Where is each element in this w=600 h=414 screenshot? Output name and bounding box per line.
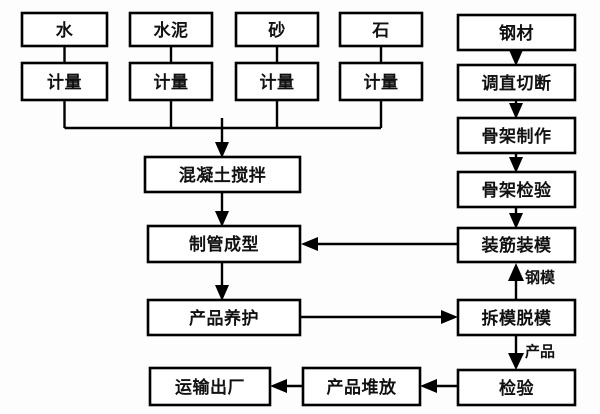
node-stone-box[interactable] — [338, 11, 424, 48]
node-stone[interactable]: 石 — [338, 11, 424, 48]
edge-layer — [63, 46, 524, 393]
edge-label-steel-mold: 钢模 — [525, 269, 556, 287]
edge-label-product: 产品 — [525, 343, 555, 361]
node-mix-box[interactable] — [143, 155, 302, 194]
arrowhead-bus-to-mix — [215, 142, 229, 158]
node-stack-box[interactable] — [301, 366, 422, 407]
arrowhead-cure-to-demold — [441, 310, 458, 324]
node-steel[interactable]: 钢材 — [456, 13, 577, 52]
node-meter-sand[interactable]: 计量 — [234, 61, 320, 102]
node-form-pipe-box[interactable] — [146, 224, 302, 264]
node-cement-label: 水泥 — [154, 20, 189, 41]
node-straighten[interactable]: 调直切断 — [456, 63, 577, 102]
node-transport-box[interactable] — [148, 366, 272, 407]
node-cure[interactable]: 产品养护 — [146, 298, 302, 337]
node-mix-label: 混凝土搅拌 — [179, 165, 267, 186]
arrowhead-stack-to-transport — [270, 379, 287, 393]
arrowhead-frame-to-framecheck — [509, 157, 523, 173]
node-form-pipe-label: 制管成型 — [189, 234, 259, 255]
node-sand-label: 砂 — [268, 20, 286, 41]
node-rebar-mold-label: 装筋装模 — [481, 235, 552, 256]
arrowhead-demold-to-inspect — [508, 353, 524, 370]
node-sand[interactable]: 砂 — [234, 11, 320, 48]
node-inspect-label: 检验 — [499, 378, 534, 399]
node-water-box[interactable] — [20, 11, 109, 48]
node-meter-sand-label: 计量 — [260, 72, 295, 93]
node-meter-water-label: 计量 — [47, 72, 82, 93]
arrowhead-straighten-to-frame — [509, 103, 523, 119]
node-straighten-box[interactable] — [456, 63, 577, 102]
arrowhead-inspect-to-stack — [420, 379, 437, 393]
node-meter-cement[interactable]: 计量 — [128, 61, 214, 102]
node-mix[interactable]: 混凝土搅拌 — [143, 155, 302, 194]
node-frame-check-box[interactable] — [456, 170, 577, 209]
node-form-pipe[interactable]: 制管成型 — [146, 224, 302, 264]
node-frame-check-label: 骨架检验 — [482, 180, 552, 201]
edge-label-layer: 钢模 产品 — [525, 269, 556, 361]
node-steel-label: 钢材 — [499, 23, 534, 44]
node-transport-label: 运输出厂 — [175, 377, 245, 398]
node-cement-box[interactable] — [128, 11, 214, 48]
node-demold-label: 拆模脱模 — [482, 308, 552, 329]
node-water-label: 水 — [56, 20, 74, 41]
node-meter-water[interactable]: 计量 — [20, 61, 109, 102]
node-frame-make-box[interactable] — [456, 116, 577, 155]
node-meter-sand-box[interactable] — [234, 61, 320, 102]
arrowhead-steel-to-straighten — [509, 50, 523, 66]
node-inspect-box[interactable] — [456, 368, 577, 407]
node-cure-label: 产品养护 — [189, 308, 259, 329]
node-layer: 水 水泥 砂 石 钢材 — [20, 11, 577, 407]
node-meter-stone[interactable]: 计量 — [338, 61, 424, 102]
node-frame-make-label: 骨架制作 — [482, 126, 552, 147]
node-water[interactable]: 水 — [20, 11, 109, 48]
node-rebar-mold-box[interactable] — [456, 226, 577, 264]
node-stone-label: 石 — [371, 21, 390, 41]
node-meter-stone-box[interactable] — [338, 61, 424, 102]
node-straighten-label: 调直切断 — [482, 73, 552, 94]
node-cement[interactable]: 水泥 — [128, 11, 214, 48]
arrowhead-rebar-to-form — [301, 237, 318, 251]
node-meter-cement-box[interactable] — [128, 61, 214, 102]
node-rebar-mold[interactable]: 装筋装模 — [456, 226, 577, 264]
node-demold-box[interactable] — [456, 298, 577, 337]
arrowhead-demold-to-rebar — [508, 263, 524, 281]
arrowhead-mix-to-form — [215, 211, 229, 227]
arrowhead-form-to-cure — [215, 285, 229, 301]
node-demold[interactable]: 拆模脱模 — [456, 298, 577, 337]
node-meter-stone-label: 计量 — [364, 72, 399, 93]
arrowhead-framecheck-to-rebar — [509, 213, 523, 229]
node-sand-box[interactable] — [234, 11, 320, 48]
node-transport[interactable]: 运输出厂 — [148, 366, 272, 407]
node-frame-check[interactable]: 骨架检验 — [456, 170, 577, 209]
node-stack[interactable]: 产品堆放 — [301, 366, 422, 407]
node-inspect[interactable]: 检验 — [456, 368, 577, 407]
node-frame-make[interactable]: 骨架制作 — [456, 116, 577, 155]
node-steel-box[interactable] — [456, 13, 577, 52]
node-meter-cement-label: 计量 — [154, 72, 189, 93]
node-stack-label: 产品堆放 — [327, 377, 397, 398]
node-cure-box[interactable] — [146, 298, 302, 337]
node-meter-water-box[interactable] — [20, 61, 109, 102]
